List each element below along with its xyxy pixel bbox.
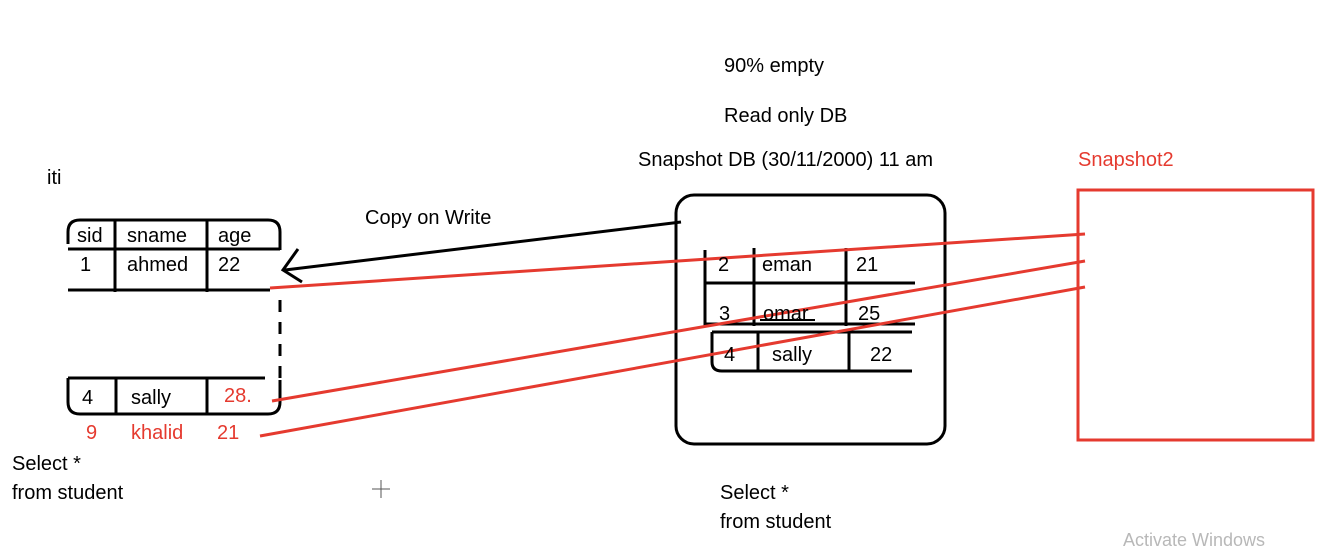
red-link-row1 bbox=[269, 232, 1086, 290]
snap-row2-sname: omar bbox=[763, 303, 809, 325]
source-db-name: iti bbox=[47, 167, 62, 189]
source-query-line1: Select * bbox=[12, 453, 81, 475]
empty-note: 90% empty bbox=[724, 55, 825, 77]
snap-row3-bottom bbox=[710, 332, 912, 373]
iti-row1-age: 22 bbox=[218, 254, 241, 276]
red-link-row9 bbox=[259, 285, 1086, 438]
snap-row1-sid: 2 bbox=[718, 254, 730, 276]
copy-on-write-arrowhead bbox=[280, 248, 303, 284]
col-header-sname: sname bbox=[127, 225, 188, 247]
snap-row1-sname: eman bbox=[762, 254, 813, 276]
activate-windows-watermark: Activate Windows bbox=[1123, 530, 1266, 550]
source-query-line2: from student bbox=[12, 482, 124, 504]
red-link-row4 bbox=[271, 259, 1086, 403]
iti-row1-sid: 1 bbox=[80, 254, 92, 276]
iti-row1-sname: ahmed bbox=[127, 254, 189, 276]
snapshot-db-box bbox=[674, 193, 947, 446]
copy-on-write-label: Copy on Write bbox=[365, 207, 492, 229]
snapshot2-box bbox=[1076, 188, 1315, 442]
copy-on-write-arrow-shaft bbox=[284, 220, 682, 272]
iti-table-outline bbox=[66, 218, 282, 250]
crosshair-cursor-icon bbox=[372, 480, 390, 498]
iti-row2-sname: sally bbox=[131, 387, 172, 409]
snap-row3-sname: sally bbox=[772, 344, 813, 366]
snapshot2-label: Snapshot2 bbox=[1078, 149, 1174, 171]
snap-row3-age: 22 bbox=[870, 344, 893, 366]
col-header-age: age bbox=[218, 225, 252, 247]
added-row-sid: 9 bbox=[86, 422, 98, 444]
snap-row2-sid: 3 bbox=[719, 303, 731, 325]
readonly-note: Read only DB bbox=[724, 105, 848, 127]
added-row-sname: khalid bbox=[131, 422, 184, 444]
snap-row1-age: 21 bbox=[856, 254, 879, 276]
added-row-age: 21 bbox=[217, 422, 240, 444]
snapshot-query-line2: from student bbox=[720, 511, 832, 533]
iti-row2-sid: 4 bbox=[82, 387, 94, 409]
col-header-sid: sid bbox=[77, 225, 103, 247]
iti-row2-age: 28. bbox=[224, 385, 252, 407]
snapshot-query-line1: Select * bbox=[720, 482, 789, 504]
snapshot-title: Snapshot DB (30/11/2000) 11 am bbox=[638, 149, 933, 171]
iti-bottom-outline bbox=[66, 378, 282, 416]
snap-row2-age: 25 bbox=[858, 303, 881, 325]
snap-row3-sid: 4 bbox=[724, 344, 736, 366]
